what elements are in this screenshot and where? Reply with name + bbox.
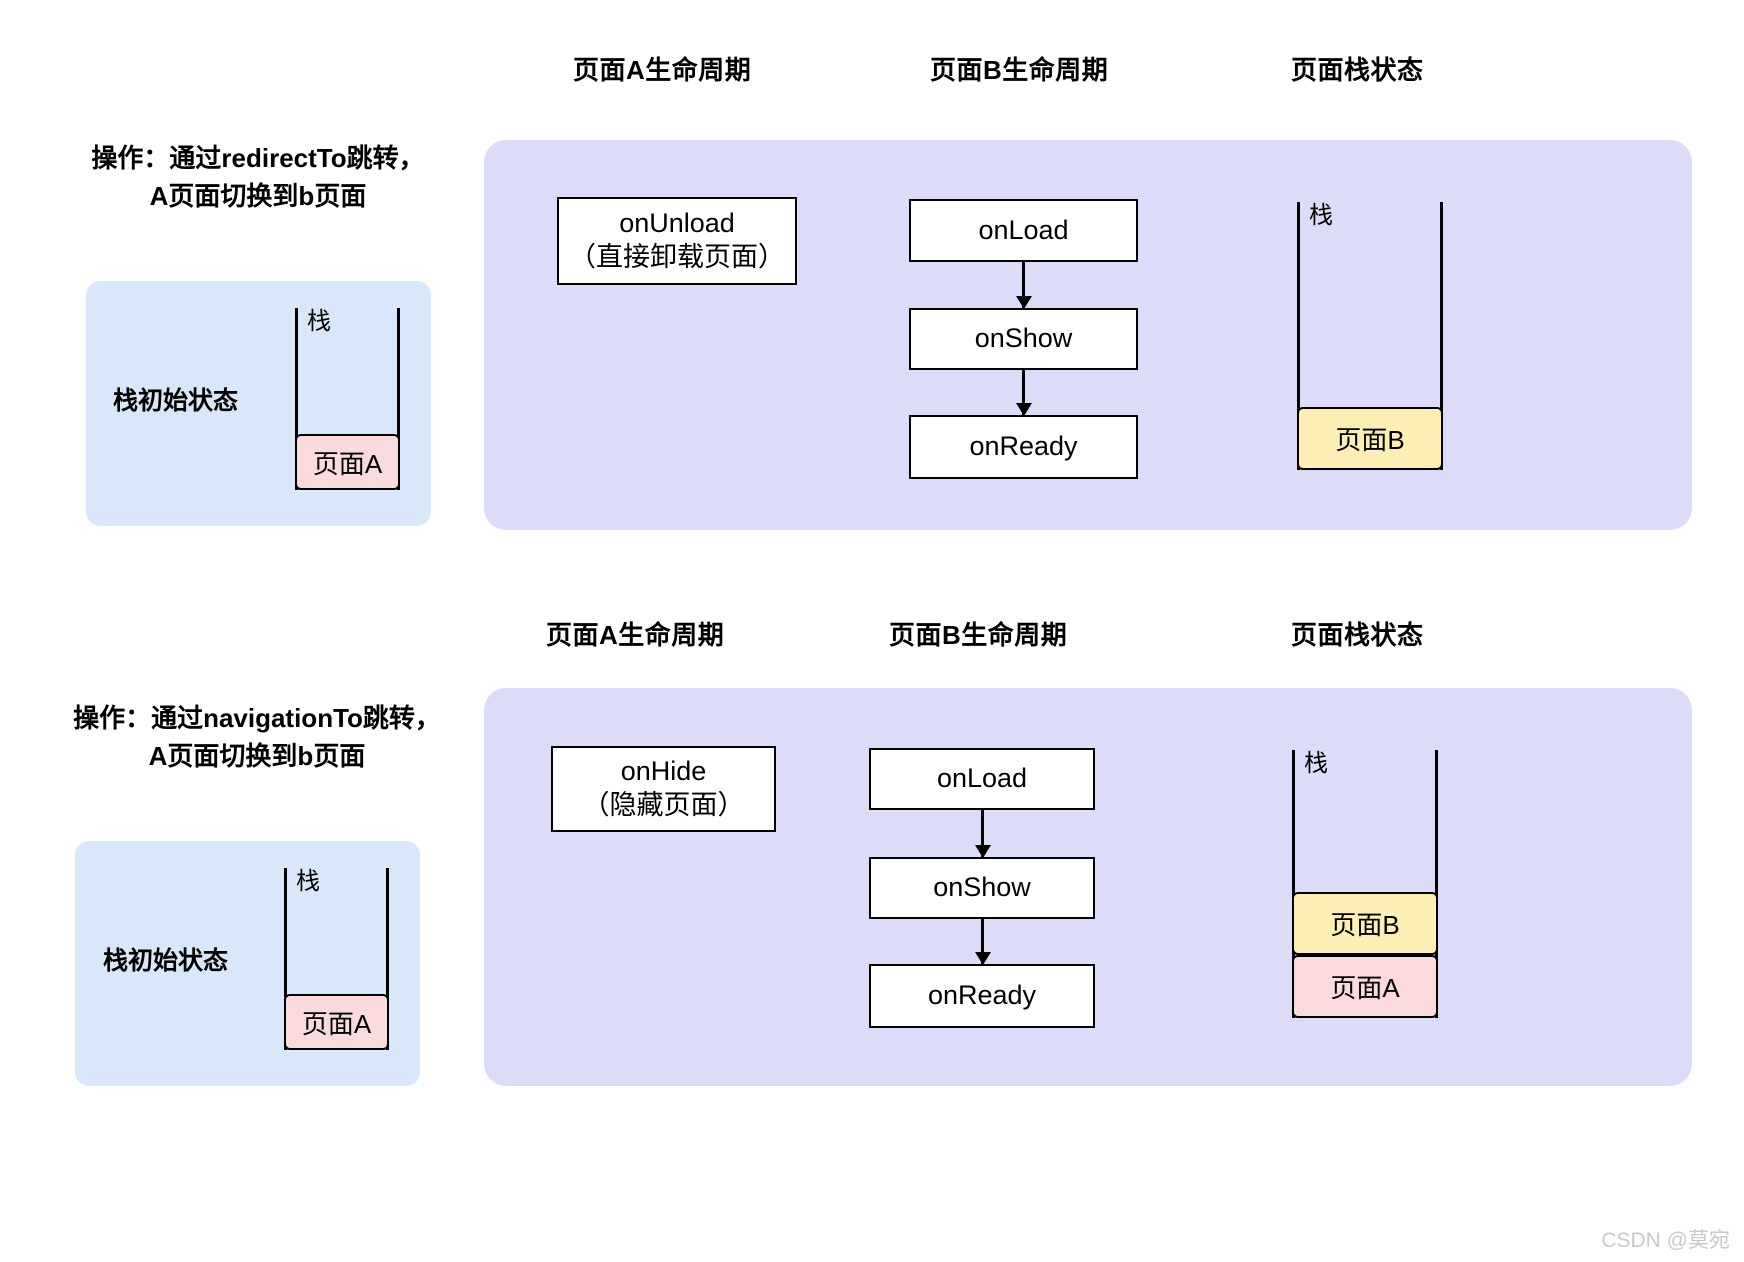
- section-2-page-b-onshow-box: onShow: [869, 857, 1095, 919]
- stack-rail-right: [1440, 202, 1443, 470]
- stack-frame-page-a: 页面A: [295, 434, 400, 490]
- section-2-arrow-onload-onshow: [981, 810, 984, 857]
- watermark: CSDN @莫宛: [1601, 1229, 1730, 1252]
- section-1-initial-stack: 栈 页面A: [295, 308, 400, 490]
- section-1-arrow-onload-onshow: [1022, 262, 1025, 308]
- stack-rail-right: [397, 308, 400, 490]
- section-2-page-b-onload-box: onLoad: [869, 748, 1095, 810]
- section-1-page-b-onload-box: onLoad: [909, 199, 1138, 262]
- stack-rail-label: 栈: [307, 308, 331, 335]
- section-2-arrow-onshow-onready: [981, 919, 984, 964]
- section-2-header-page-a-lifecycle: 页面A生命周期: [546, 620, 725, 650]
- section-2-initial-stack-caption: 栈初始状态: [103, 947, 229, 975]
- section-1-result-stack: 栈 页面B: [1297, 202, 1443, 470]
- section-1-header-page-stack-state: 页面栈状态: [1291, 55, 1424, 85]
- section-1-initial-stack-caption: 栈初始状态: [113, 387, 239, 415]
- stack-frame-page-a: 页面A: [1292, 955, 1438, 1018]
- section-2-page-a-lifecycle-box: onHide （隐藏页面）: [551, 746, 776, 832]
- stack-rail-left: [1297, 202, 1300, 470]
- stack-rail-left: [284, 868, 287, 1050]
- section-1-arrow-onshow-onready: [1022, 370, 1025, 415]
- stack-frame-page-b: 页面B: [1297, 407, 1443, 470]
- section-1-operation-label: 操作：通过redirectTo跳转， A页面切换到b页面: [91, 143, 425, 211]
- section-1-page-b-onshow-box: onShow: [909, 308, 1138, 370]
- stack-rail-right: [1435, 750, 1438, 1018]
- stack-rail-right: [386, 868, 389, 1050]
- section-2-initial-stack: 栈 页面A: [284, 868, 389, 1050]
- stack-rail-left: [295, 308, 298, 490]
- section-2-operation-label: 操作：通过navigationTo跳转， A页面切换到b页面: [73, 703, 441, 771]
- stack-frame-page-a: 页面A: [284, 994, 389, 1050]
- stack-rail-label: 栈: [1304, 750, 1328, 777]
- section-1-page-a-lifecycle-box: onUnload （直接卸载页面）: [557, 197, 797, 285]
- section-1-header-page-b-lifecycle: 页面B生命周期: [930, 55, 1109, 85]
- stack-rail-left: [1292, 750, 1295, 1018]
- section-2-page-b-onready-box: onReady: [869, 964, 1095, 1028]
- section-2-header-page-b-lifecycle: 页面B生命周期: [889, 620, 1068, 650]
- section-2-header-page-stack-state: 页面栈状态: [1291, 620, 1424, 650]
- stack-rail-label: 栈: [1309, 202, 1333, 229]
- section-1-header-page-a-lifecycle: 页面A生命周期: [573, 55, 752, 85]
- section-2-result-stack: 栈 页面B 页面A: [1292, 750, 1438, 1018]
- stack-frame-page-b: 页面B: [1292, 892, 1438, 955]
- section-1-page-b-onready-box: onReady: [909, 415, 1138, 479]
- stack-rail-label: 栈: [296, 868, 320, 895]
